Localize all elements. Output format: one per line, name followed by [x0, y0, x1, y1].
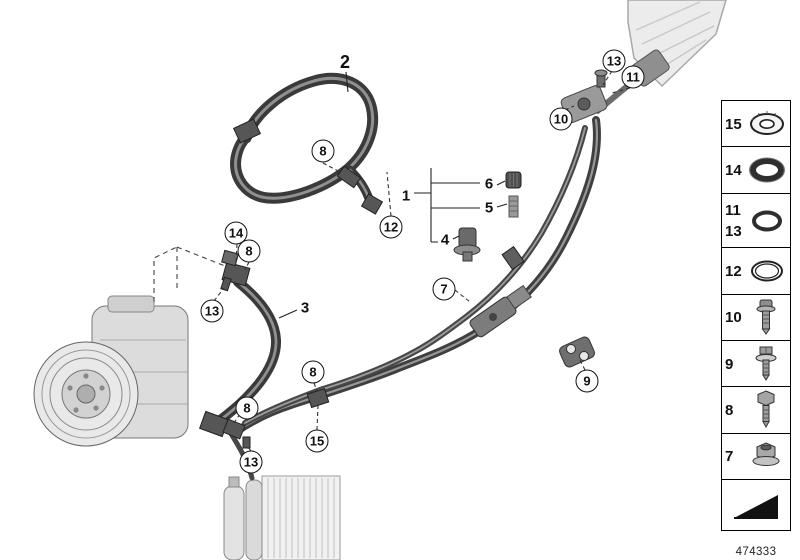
- compressor: [33, 295, 189, 447]
- pipe-bracket: [469, 284, 532, 338]
- figure-number: 474333: [735, 546, 777, 558]
- callout-8-a[interactable]: 8: [311, 139, 335, 163]
- clamp-9: [559, 336, 595, 368]
- legend-label: 7: [725, 448, 734, 466]
- callout-1[interactable]: 1: [400, 187, 412, 205]
- legend-label: 11: [725, 201, 741, 219]
- refrigerant-lines: [227, 116, 601, 481]
- legend-label: 13: [725, 222, 742, 240]
- callout-6[interactable]: 6: [483, 175, 495, 193]
- legend-item-12[interactable]: 12: [721, 247, 791, 296]
- hose-2: [230, 72, 384, 215]
- callout-13-c[interactable]: 13: [602, 49, 626, 73]
- hex-bolt-icon: [745, 390, 787, 430]
- legend-item-10[interactable]: 10: [721, 293, 791, 342]
- callout-7[interactable]: 7: [432, 277, 456, 301]
- legend-item-14[interactable]: 14: [721, 146, 791, 195]
- callout-3[interactable]: 3: [299, 299, 311, 317]
- screw-with-washer-icon: [745, 344, 787, 384]
- socket-screw-icon: [745, 298, 787, 338]
- flat-washer-icon: [745, 253, 789, 289]
- callout-4[interactable]: 4: [439, 231, 451, 249]
- legend-item-9[interactable]: 9: [721, 340, 791, 389]
- flange-nut-icon: [745, 439, 787, 475]
- callout-8-c[interactable]: 8: [301, 360, 325, 384]
- callout-13-a[interactable]: 13: [200, 299, 224, 323]
- gasket-ring-icon: [745, 152, 789, 188]
- sealing-washer-icon: [745, 106, 789, 142]
- service-valve-parts: [453, 171, 525, 271]
- condenser: [223, 475, 341, 560]
- callout-9[interactable]: 9: [575, 369, 599, 393]
- legend-label: 15: [725, 115, 742, 133]
- hose-3: [199, 249, 282, 438]
- construction-lines: [153, 246, 226, 302]
- legend-label: 8: [725, 401, 734, 419]
- legend-label: 14: [725, 161, 742, 179]
- callout-5[interactable]: 5: [483, 199, 495, 217]
- leader-lines: [278, 71, 508, 319]
- legend-item-11-13[interactable]: 11 13: [721, 192, 791, 249]
- legend-item-direction[interactable]: [721, 479, 791, 532]
- callout-8-d[interactable]: 8: [235, 396, 259, 420]
- legend-label: 9: [725, 355, 734, 373]
- callout-10[interactable]: 10: [549, 107, 573, 131]
- legend-item-15[interactable]: 15: [721, 100, 791, 148]
- legend-item-8[interactable]: 8: [721, 386, 791, 435]
- legend-item-7[interactable]: 7: [721, 432, 791, 481]
- callout-11[interactable]: 11: [621, 65, 645, 89]
- callout-12[interactable]: 12: [379, 215, 403, 239]
- direction-arrow-icon: [725, 484, 787, 526]
- legend-label-group: 11 13: [725, 203, 744, 239]
- callout-15[interactable]: 15: [305, 429, 329, 453]
- callout-8-b[interactable]: 8: [237, 239, 261, 263]
- callout-13-b[interactable]: 13: [239, 450, 263, 474]
- parts-legend: 15 14 11 13 12 1: [721, 100, 791, 532]
- callout-2[interactable]: 2: [338, 52, 352, 72]
- o-ring-icon: [745, 201, 789, 241]
- legend-label: 10: [725, 309, 742, 327]
- pipe-clamps: [220, 276, 330, 449]
- callout-14[interactable]: 14: [224, 221, 248, 245]
- legend-label: 12: [725, 262, 742, 280]
